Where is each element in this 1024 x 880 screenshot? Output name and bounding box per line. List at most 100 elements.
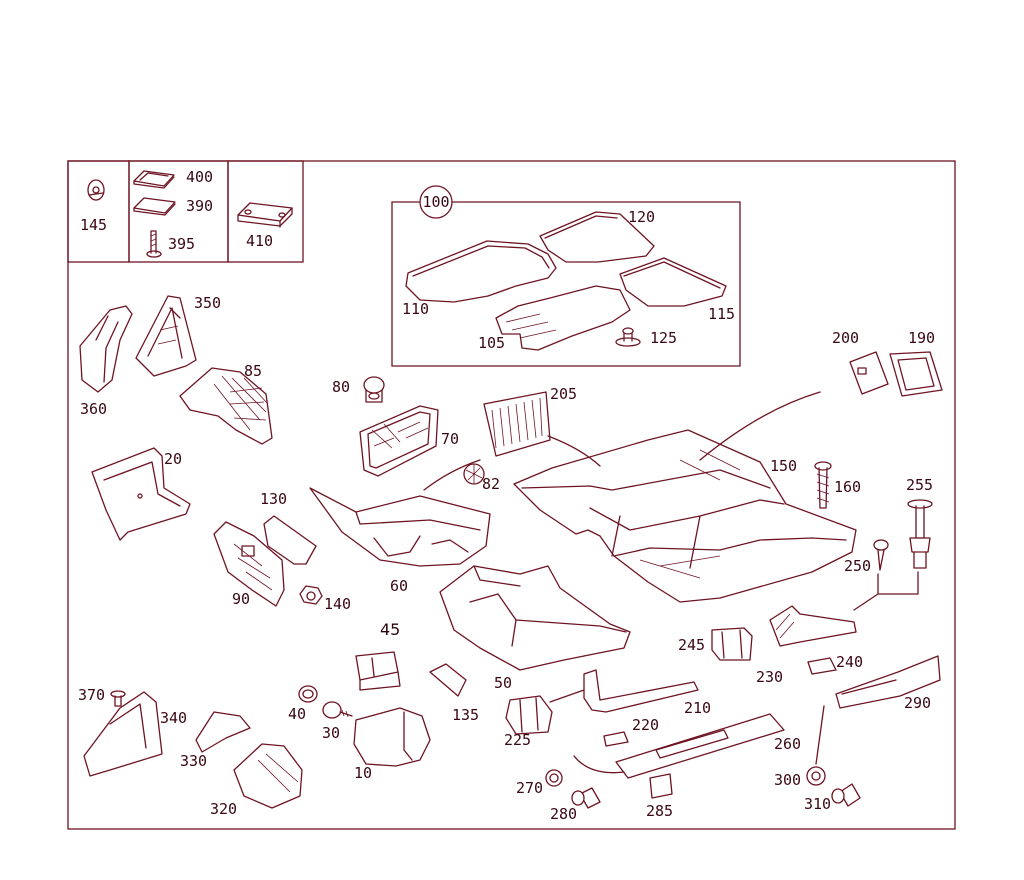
part-240-drawing [807, 657, 837, 675]
label-255: 255 [906, 476, 933, 494]
label-285: 285 [646, 802, 673, 820]
part-260-drawing [615, 713, 785, 779]
part-130-drawing [263, 515, 317, 565]
label-260: 260 [774, 735, 801, 753]
part-70-drawing [359, 405, 439, 477]
label-10: 10 [354, 764, 372, 782]
part-20-drawing [91, 447, 191, 541]
inset-box-145 [67, 160, 130, 263]
label-70: 70 [441, 430, 459, 448]
label-270: 270 [516, 779, 543, 797]
callout-badge-100 [419, 185, 453, 219]
callout-badge-text: 100 [422, 193, 449, 211]
callout-labels: 100 145 400 390 395 410 120 110 115 105 … [78, 168, 935, 823]
part-115-drawing [619, 257, 727, 307]
part-225-drawing [505, 695, 553, 735]
label-110: 110 [402, 300, 429, 318]
label-145: 145 [80, 216, 107, 234]
part-220-drawing [603, 731, 629, 747]
part-280-drawing [571, 787, 601, 809]
label-410: 410 [246, 232, 273, 250]
label-140: 140 [324, 595, 351, 613]
label-320: 320 [210, 800, 237, 818]
label-80: 80 [332, 378, 350, 396]
label-40: 40 [288, 705, 306, 723]
label-310: 310 [804, 795, 831, 813]
label-370: 370 [78, 686, 105, 704]
label-85: 85 [244, 362, 262, 380]
part-45-drawing [355, 651, 401, 691]
part-30-drawing [322, 701, 353, 719]
label-290: 290 [904, 694, 931, 712]
label-200: 200 [832, 329, 859, 347]
part-310-drawing [831, 783, 861, 807]
part-400-drawing [133, 170, 175, 189]
part-205-drawing [483, 391, 551, 457]
part-105-drawing [495, 285, 631, 351]
part-200-drawing [849, 351, 889, 395]
part-285-drawing [649, 773, 673, 799]
part-350-drawing [135, 295, 197, 377]
label-160: 160 [834, 478, 861, 496]
label-90: 90 [232, 590, 250, 608]
label-105: 105 [478, 334, 505, 352]
label-330: 330 [180, 752, 207, 770]
inset-box-410 [227, 160, 304, 263]
label-130: 130 [260, 490, 287, 508]
part-330-drawing [195, 711, 251, 753]
part-360-drawing [79, 305, 133, 393]
part-135-drawing [429, 663, 467, 697]
label-250: 250 [844, 557, 871, 575]
label-360: 360 [80, 400, 107, 418]
label-82: 82 [482, 475, 500, 493]
part-370-drawing [110, 690, 126, 707]
label-135: 135 [452, 706, 479, 724]
part-255-drawing [907, 499, 933, 569]
label-220: 220 [632, 716, 659, 734]
part-320-drawing [233, 743, 303, 809]
label-210: 210 [684, 699, 711, 717]
floor-mat-frame [391, 201, 741, 367]
label-390: 390 [186, 197, 213, 215]
label-350: 350 [194, 294, 221, 312]
part-110-drawing [405, 240, 557, 303]
part-340-drawing [83, 691, 163, 777]
label-245: 245 [678, 636, 705, 654]
part-85-drawing [179, 367, 273, 445]
label-125: 125 [650, 329, 677, 347]
label-115: 115 [708, 305, 735, 323]
part-250-drawing [873, 539, 889, 571]
label-230: 230 [756, 668, 783, 686]
part-230-drawing [769, 605, 857, 647]
part-10-drawing [353, 707, 431, 767]
label-280: 280 [550, 805, 577, 823]
part-390-drawing [133, 197, 176, 216]
label-240: 240 [836, 653, 863, 671]
label-45: 45 [380, 620, 400, 639]
part-395-drawing [146, 230, 162, 258]
label-225: 225 [504, 731, 531, 749]
label-205: 205 [550, 385, 577, 403]
part-160-drawing [814, 461, 832, 509]
label-340: 340 [160, 709, 187, 727]
part-150-drawing [513, 429, 857, 603]
floor-mat-set [391, 185, 741, 367]
label-60: 60 [390, 577, 408, 595]
part-120-drawing [539, 211, 655, 263]
part-82-drawing [463, 463, 485, 485]
part-140-drawing [299, 585, 323, 605]
part-60-drawing [309, 487, 491, 567]
part-145-drawing [87, 179, 105, 201]
label-20: 20 [164, 450, 182, 468]
part-410-drawing [237, 202, 293, 228]
leader-lines [169, 307, 919, 774]
diagram-frame [67, 160, 956, 830]
part-210-drawing [583, 669, 699, 713]
label-150: 150 [770, 457, 797, 475]
part-80-drawing [363, 376, 385, 403]
part-trunk-floor-drawing [439, 565, 631, 671]
label-300: 300 [774, 771, 801, 789]
part-40-drawing [298, 685, 318, 703]
part-245-drawing [711, 627, 753, 661]
